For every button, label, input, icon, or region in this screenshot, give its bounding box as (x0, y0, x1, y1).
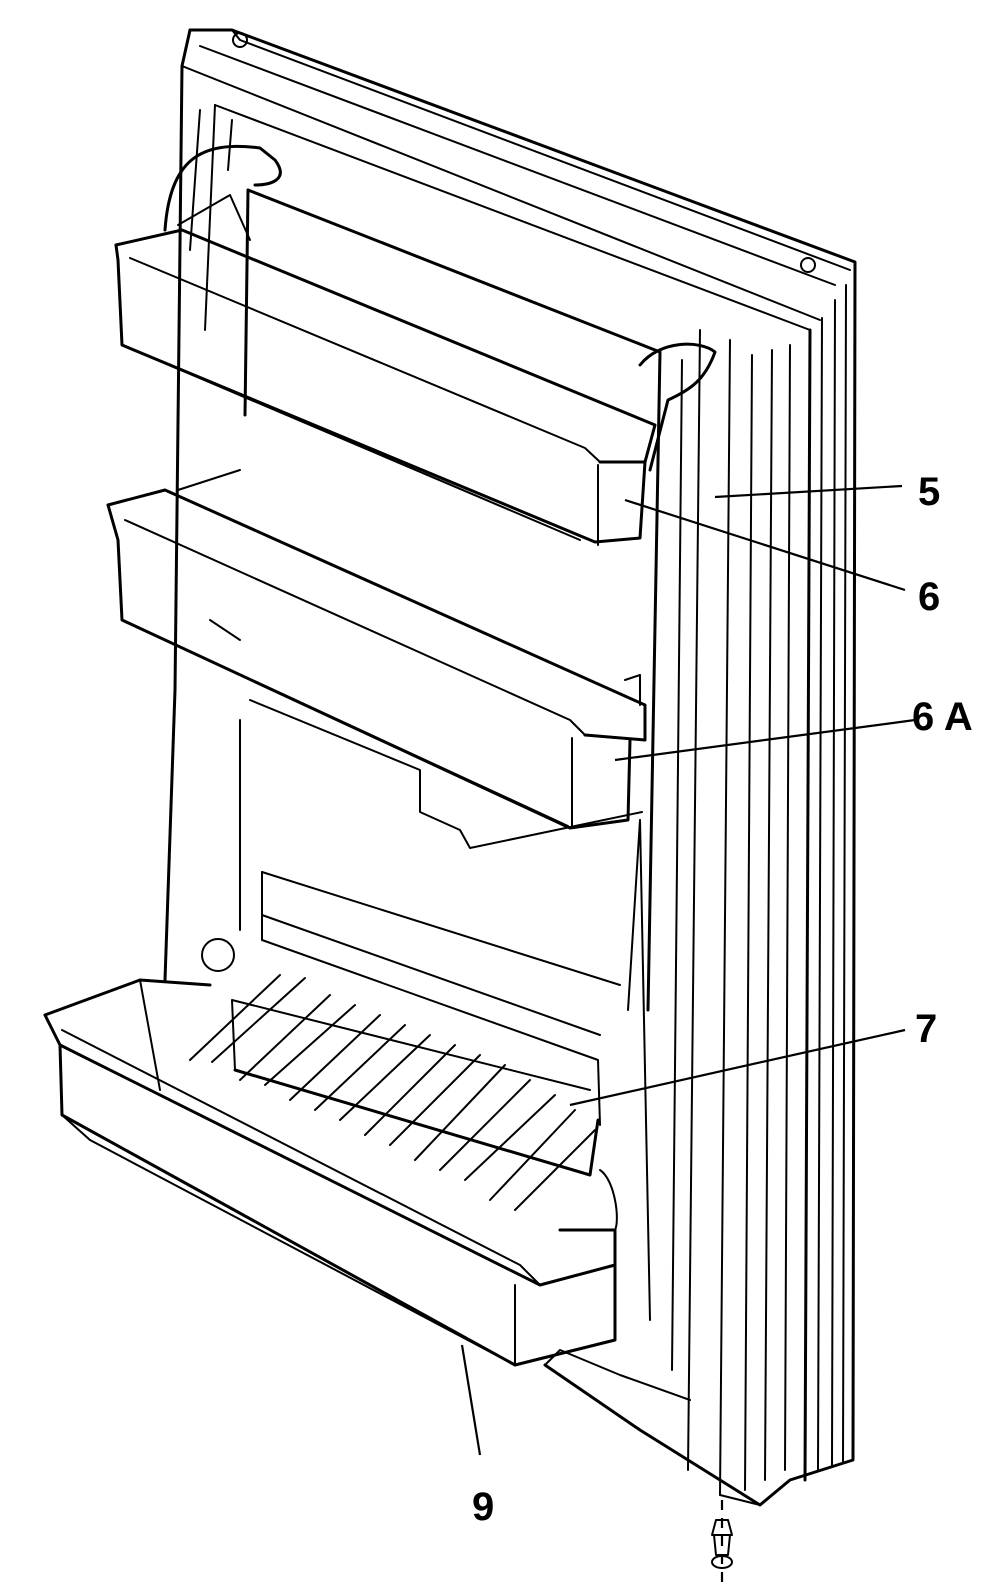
inner-liner (239, 188, 662, 1321)
leader-6a (614, 718, 916, 762)
leader-7 (569, 1028, 906, 1107)
leader-6 (624, 498, 906, 592)
middle-shelf (106, 469, 647, 830)
screw-icon (711, 1519, 733, 1569)
callout-5: 5 (918, 470, 940, 514)
egg-rack (189, 974, 600, 1211)
callout-6: 6 (918, 575, 940, 619)
leader-9 (460, 1344, 482, 1456)
callout-6a: 6 A (912, 695, 973, 739)
upper-shelf (114, 144, 717, 546)
leader-lines (460, 484, 916, 1585)
door-frame (163, 28, 857, 1507)
bin-corner-post (201, 938, 235, 972)
callout-9: 9 (472, 1485, 494, 1529)
hinge-pin-top-right (800, 257, 816, 273)
leader-5 (714, 484, 903, 499)
callout-7: 7 (915, 1007, 937, 1051)
hinge-pin-top-left (232, 32, 248, 48)
bottom-bin (43, 938, 618, 1367)
